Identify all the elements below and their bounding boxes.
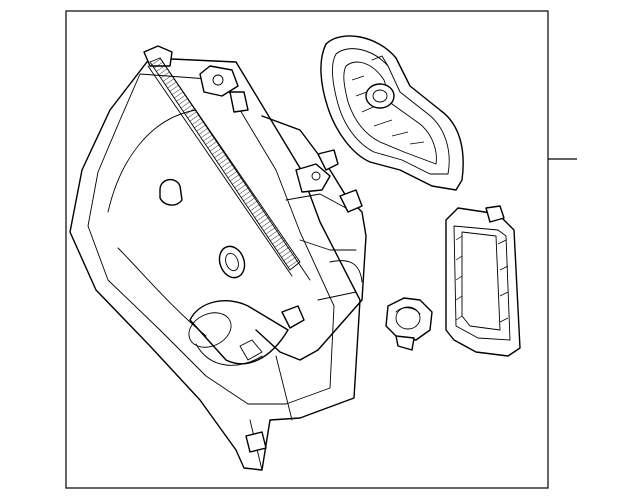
rear-cover-seal xyxy=(320,35,464,191)
bulb-socket xyxy=(385,297,433,351)
access-cover xyxy=(445,205,521,357)
diagram-frame xyxy=(65,10,549,489)
headlamp-assembly xyxy=(69,45,367,471)
